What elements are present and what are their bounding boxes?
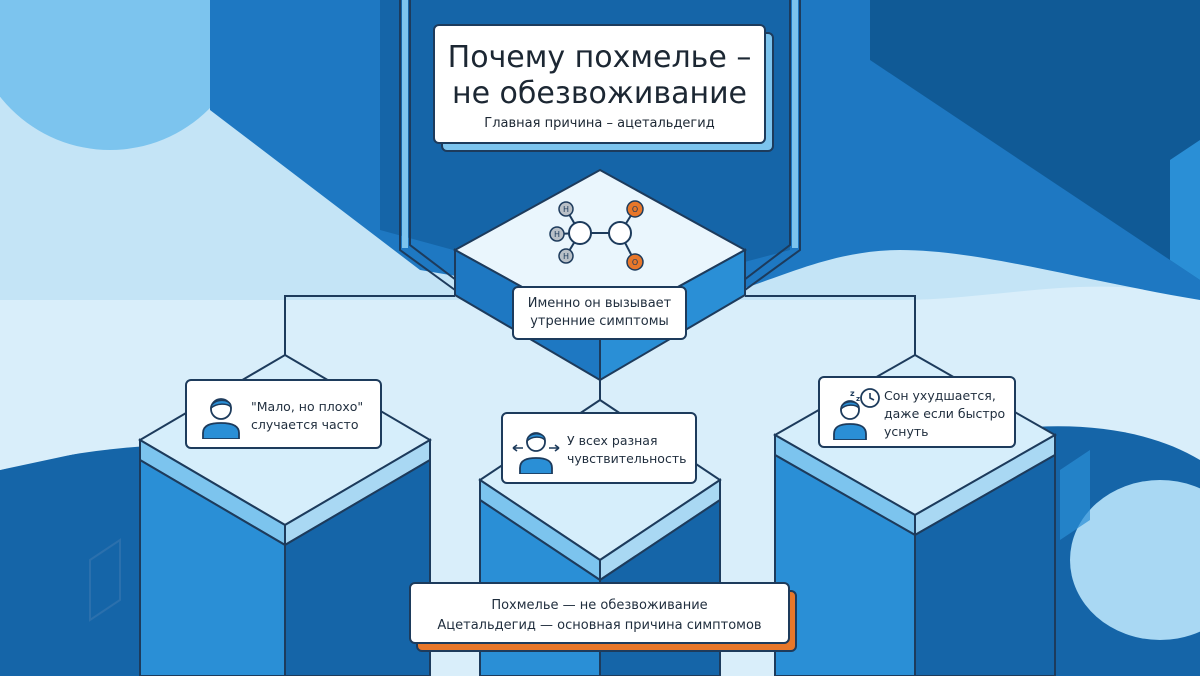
node-sensitivity-line-1: У всех разная — [567, 433, 658, 448]
node-sleep-line-1: Сон ухудшается, — [884, 388, 996, 403]
center-callout-line-1: Именно он вызывает — [527, 296, 672, 311]
atom-o2: O — [632, 258, 638, 267]
bg-block-right — [870, 0, 1200, 280]
title-line-1: Почему похмелье – — [447, 40, 752, 75]
atom-h3: H — [563, 252, 569, 261]
node-sensitivity: У всех разная чувствительность — [501, 412, 697, 484]
person-sensitivity-icon — [512, 432, 560, 474]
page-title: Почему похмелье – не обезвоживание — [435, 40, 764, 112]
atom-h1: H — [563, 205, 569, 214]
person-icon — [202, 398, 240, 439]
svg-text:z: z — [850, 389, 855, 398]
summary-line-1: Похмелье — не обезвоживание — [491, 598, 708, 613]
node-sleep-line-3: уснуть — [884, 424, 929, 439]
node-frequent-line-2: случается часто — [251, 417, 359, 432]
svg-text:z: z — [856, 395, 860, 403]
center-callout: Именно он вызывает утренние симптомы — [512, 286, 687, 340]
node-frequent: "Мало, но плохо" случается часто — [185, 379, 382, 449]
node-sleep: z z Сон ухудшается, даже если быстро усн… — [818, 376, 1016, 448]
summary-line-2: Ацетальдегид — основная причина симптомо… — [437, 618, 762, 633]
connector-left — [284, 295, 455, 378]
node-sensitivity-line-2: чувствительность — [567, 451, 687, 466]
bg-circle-topleft — [0, 0, 250, 150]
person-sleep-icon: z z — [833, 388, 880, 440]
title-card: Почему похмелье – не обезвоживание Главн… — [433, 24, 766, 144]
summary-card: Похмелье — не обезвоживание Ацетальдегид… — [409, 582, 790, 644]
center-callout-line-2: утренние симптомы — [530, 314, 669, 329]
connector-right — [745, 295, 916, 376]
node-sleep-line-2: даже если быстро — [884, 406, 1006, 421]
title-line-2: не обезвоживание — [451, 76, 748, 111]
node-frequent-line-1: "Мало, но плохо" — [251, 399, 364, 414]
atom-h2: H — [554, 230, 560, 239]
atom-o1: O — [632, 205, 638, 214]
page-subtitle: Главная причина – ацетальдегид — [484, 116, 715, 131]
